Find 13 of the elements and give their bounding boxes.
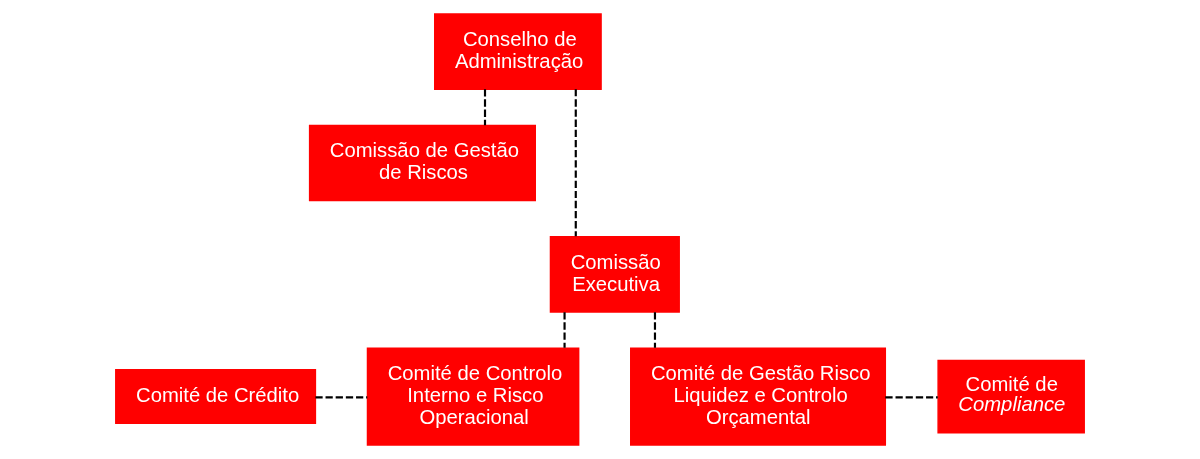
connector bbox=[653, 312, 657, 348]
node-box: Comité de Crédito bbox=[115, 369, 317, 425]
node-box: Comissão Executiva bbox=[549, 236, 680, 313]
node-box: Comité de Compliance bbox=[937, 359, 1085, 434]
connector bbox=[315, 396, 368, 399]
node-box: Comité de Gestão Risco Liquidez e Controlo Orçamental bbox=[630, 347, 887, 446]
node-box: Comité de Controlo Interno e Risco Operacional bbox=[366, 347, 580, 446]
connector bbox=[885, 396, 938, 399]
connector bbox=[483, 89, 487, 126]
node-box: Comissão de Gestão de Riscos bbox=[308, 124, 536, 202]
node-box: Conselho de Administração bbox=[434, 13, 602, 90]
connector bbox=[563, 312, 566, 348]
connector bbox=[574, 89, 577, 237]
